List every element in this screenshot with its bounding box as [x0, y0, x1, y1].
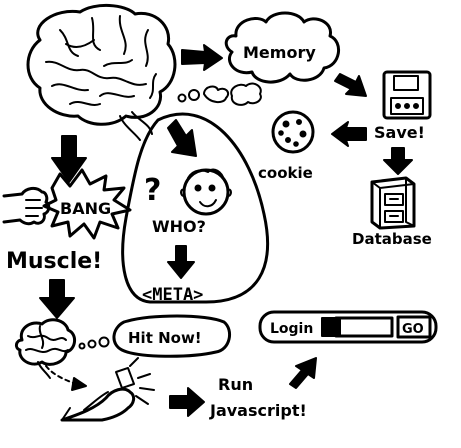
bang-label: BANG — [60, 199, 111, 218]
arrow-to-face — [167, 119, 197, 157]
filing-cabinet-icon — [370, 176, 416, 230]
fist-icon — [2, 186, 51, 226]
arrow-to-cookie — [331, 121, 367, 147]
small-brain-icon — [14, 318, 76, 379]
arrow-to-login — [289, 357, 317, 389]
hand-press-icon — [60, 357, 155, 422]
login-label: Login — [270, 321, 313, 337]
go-button[interactable] — [396, 315, 432, 339]
meta-label: <META> — [142, 285, 203, 305]
cookie-label: cookie — [258, 164, 313, 182]
thought-outline — [121, 112, 269, 304]
face-icon — [180, 168, 232, 216]
floppy-disk-icon — [382, 70, 432, 120]
arrow-to-meta — [167, 245, 195, 279]
memory-label: Memory — [243, 43, 316, 62]
who-label: WHO? — [152, 217, 206, 236]
hit-now-bubble: Hit Now! — [112, 314, 232, 358]
javascript-label: Javascript! — [209, 401, 307, 420]
cookie-icon — [271, 110, 315, 154]
dotted-arrow-head — [71, 377, 87, 391]
muscle-label: Muscle! — [6, 249, 102, 274]
brain-icon — [26, 4, 177, 141]
run-label: Run — [218, 375, 253, 394]
login-input[interactable] — [334, 316, 394, 338]
memory-cloud: Memory — [224, 11, 340, 84]
thought-cloud-icon — [230, 82, 262, 106]
hit-now-label: Hit Now! — [128, 329, 202, 347]
database-label: Database — [352, 230, 432, 248]
arrow-to-javascript — [169, 387, 205, 417]
arrow-to-small-brain — [39, 279, 75, 319]
save-label: Save! — [374, 123, 425, 142]
arrow-to-memory — [181, 44, 223, 71]
dotted-arrow-to-hand — [45, 365, 77, 385]
arrow-to-bang — [51, 135, 87, 183]
thought-bubbles-top — [177, 85, 230, 104]
question-mark: ? — [144, 173, 161, 208]
login-widget: Login GO — [258, 310, 438, 344]
arrow-to-save — [334, 73, 367, 97]
thought-bubbles-small — [78, 336, 110, 350]
go-label: GO — [402, 322, 424, 337]
arrow-to-database — [383, 147, 413, 175]
bang-burst: BANG — [42, 168, 132, 240]
